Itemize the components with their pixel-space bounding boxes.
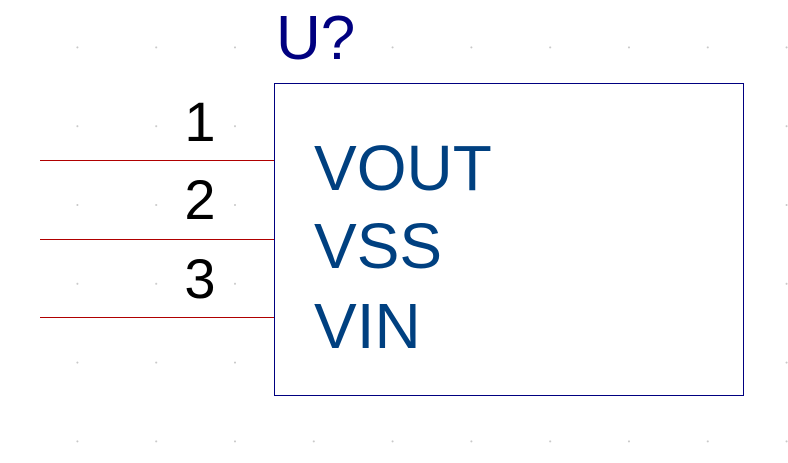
pin-1-name: VOUT bbox=[314, 132, 492, 204]
pin-2-line[interactable] bbox=[40, 239, 274, 240]
pin-1-number: 1 bbox=[184, 90, 216, 153]
pin-2-number: 2 bbox=[184, 168, 216, 231]
pin-1-line[interactable] bbox=[40, 160, 274, 161]
pin-3-name: VIN bbox=[314, 290, 421, 362]
pin-3-number: 3 bbox=[184, 247, 216, 310]
component-designator[interactable]: U? bbox=[276, 4, 356, 73]
component-body[interactable] bbox=[274, 83, 744, 396]
pin-2-name: VSS bbox=[314, 210, 443, 282]
pin-3-line[interactable] bbox=[40, 317, 274, 318]
